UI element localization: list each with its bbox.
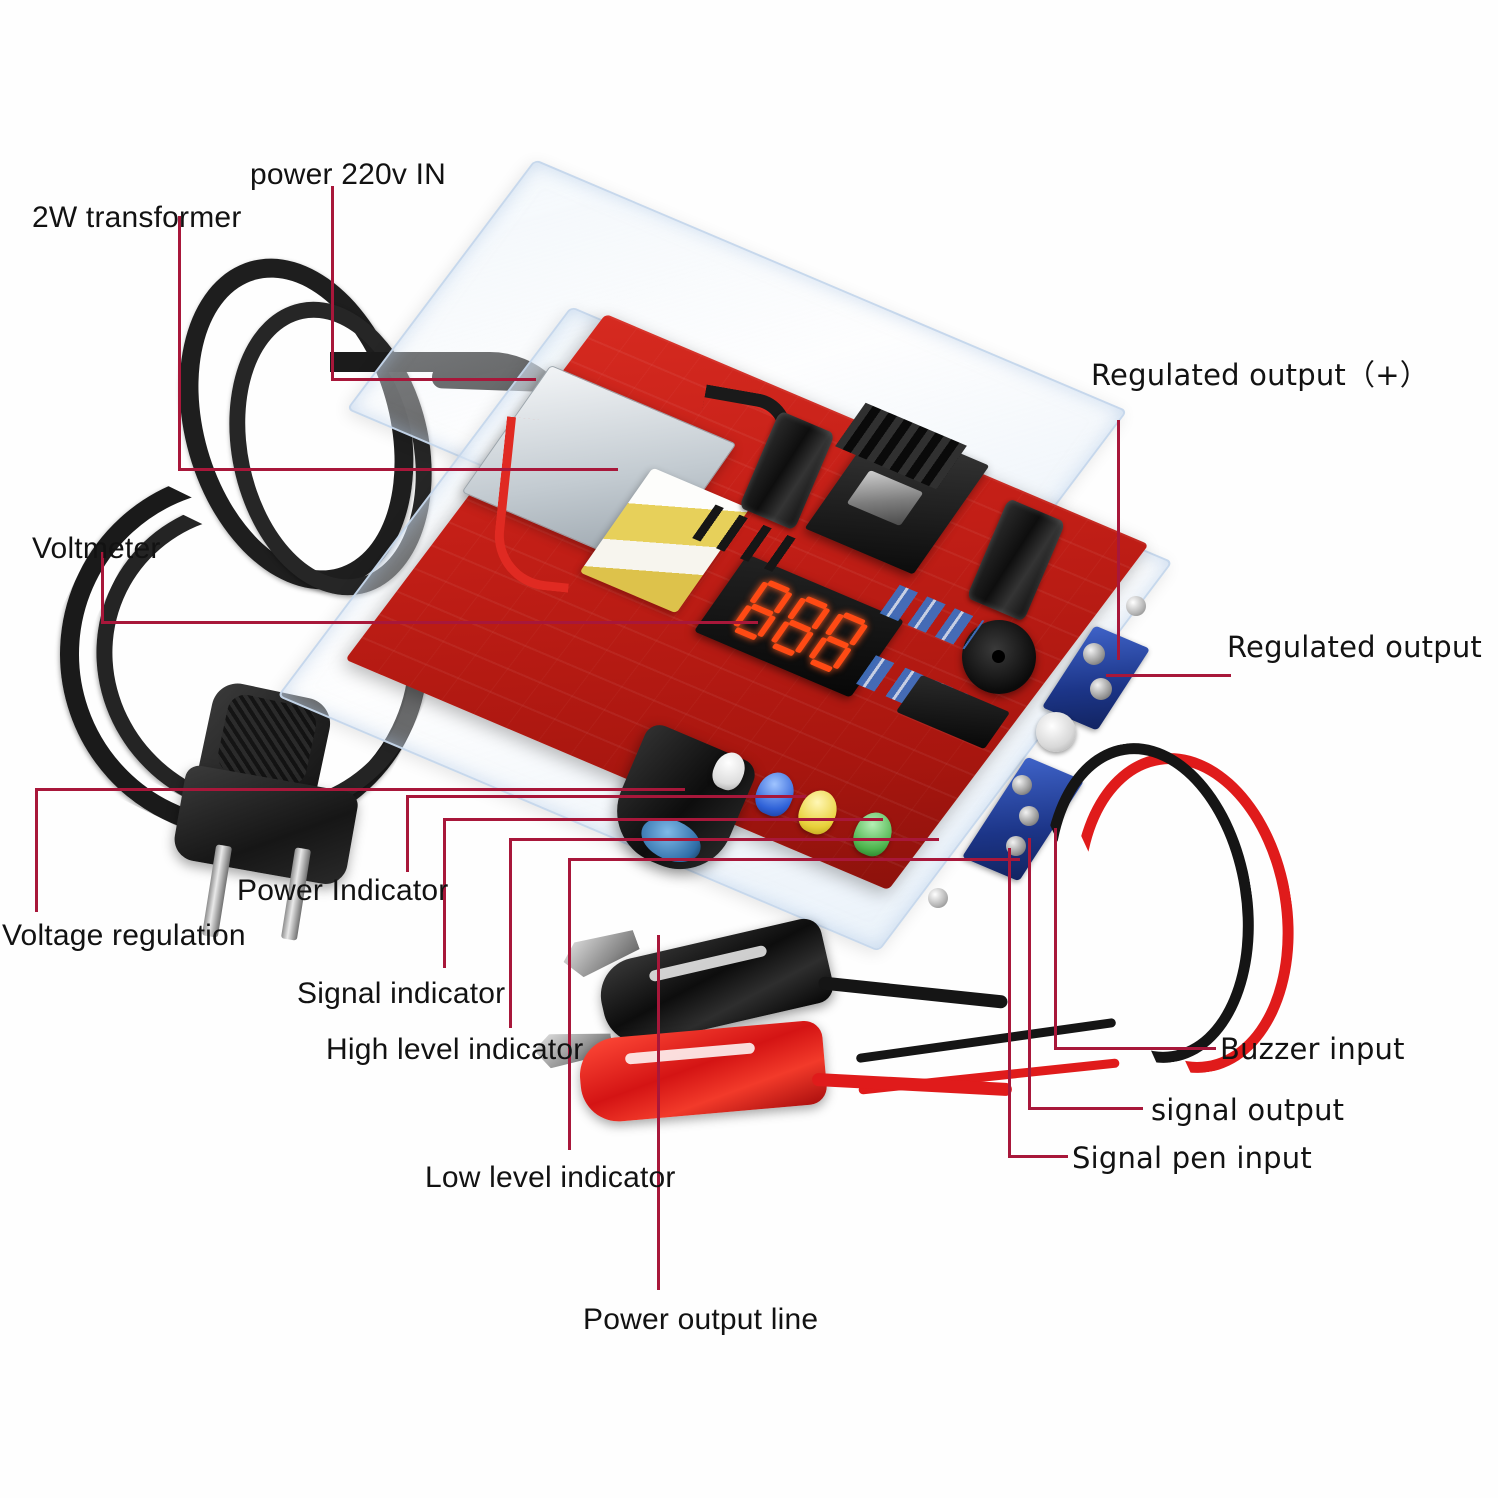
leader-power-indicator-h	[406, 795, 806, 798]
label-buzzer-input: Buzzer input	[1220, 1032, 1405, 1066]
trimmer-potentiometer	[1036, 712, 1076, 752]
leader-low-level-v	[568, 858, 571, 1150]
leader-signal-indicator-h	[443, 818, 883, 821]
leader-power-output-line-v	[657, 935, 660, 1290]
case-screw-top	[1126, 596, 1146, 616]
leader-low-level-h	[568, 858, 1020, 861]
leader-signal-output-v	[1028, 838, 1031, 1108]
label-voltmeter: Voltmeter	[32, 532, 161, 565]
output-wire-black-run	[855, 1017, 1117, 1064]
leader-power-in-v	[331, 186, 334, 381]
leader-voltmeter-h	[101, 621, 758, 624]
label-regulated-output-minus: Regulated output（-）	[1227, 630, 1498, 664]
label-signal-pen-input: Signal pen input	[1072, 1141, 1312, 1175]
label-power-220v-in: power 220v IN	[250, 158, 447, 191]
buzzer-vent-hole	[992, 650, 1005, 663]
leader-buzzer-v	[1054, 828, 1057, 1048]
label-power-indicator: Power Indicator	[237, 874, 449, 907]
red-alligator-clip	[576, 1019, 829, 1125]
label-signal-indicator: Signal indicator	[297, 977, 506, 1010]
label-power-output-line: Power output line	[583, 1303, 819, 1336]
signal-terminal-screw-1	[1012, 775, 1032, 795]
leader-signal-pen-v	[1008, 848, 1011, 1156]
leader-signal-indicator-v	[443, 818, 446, 968]
case-screw-bottom	[928, 888, 948, 908]
terminal-screw-plus	[1083, 643, 1105, 665]
label-low-level-indicator: Low level indicator	[425, 1161, 676, 1194]
leader-power-indicator-v	[406, 795, 409, 872]
signal-terminal-screw-2	[1019, 806, 1039, 826]
label-high-level-indicator: High level indicator	[326, 1033, 584, 1066]
leader-power-in-h	[331, 378, 536, 381]
leader-signal-pen-h	[1008, 1155, 1068, 1158]
leader-buzzer-h	[1054, 1047, 1216, 1050]
label-signal-output: signal output	[1151, 1093, 1345, 1127]
terminal-screw-minus	[1090, 678, 1112, 700]
black-clip-cable	[817, 976, 1009, 1009]
leader-voltage-regulation-v	[35, 790, 38, 912]
signal-terminal-screw-3	[1006, 836, 1026, 856]
label-regulated-output-plus: Regulated output（+）	[1091, 358, 1429, 392]
leader-regulated-plus-v	[1117, 420, 1120, 660]
leader-transformer-h	[178, 468, 618, 471]
leader-regulated-minus-h	[1106, 674, 1231, 677]
leader-transformer-v	[178, 216, 181, 468]
leader-voltmeter-v	[101, 552, 104, 624]
label-voltage-regulation: Voltage regulation	[2, 919, 246, 952]
leader-voltage-regulation-h	[35, 788, 685, 791]
leader-high-level-v	[509, 838, 512, 1028]
leader-signal-output-h	[1028, 1107, 1143, 1110]
leader-high-level-h	[509, 838, 939, 841]
label-2w-transformer: 2W transformer	[32, 201, 242, 234]
